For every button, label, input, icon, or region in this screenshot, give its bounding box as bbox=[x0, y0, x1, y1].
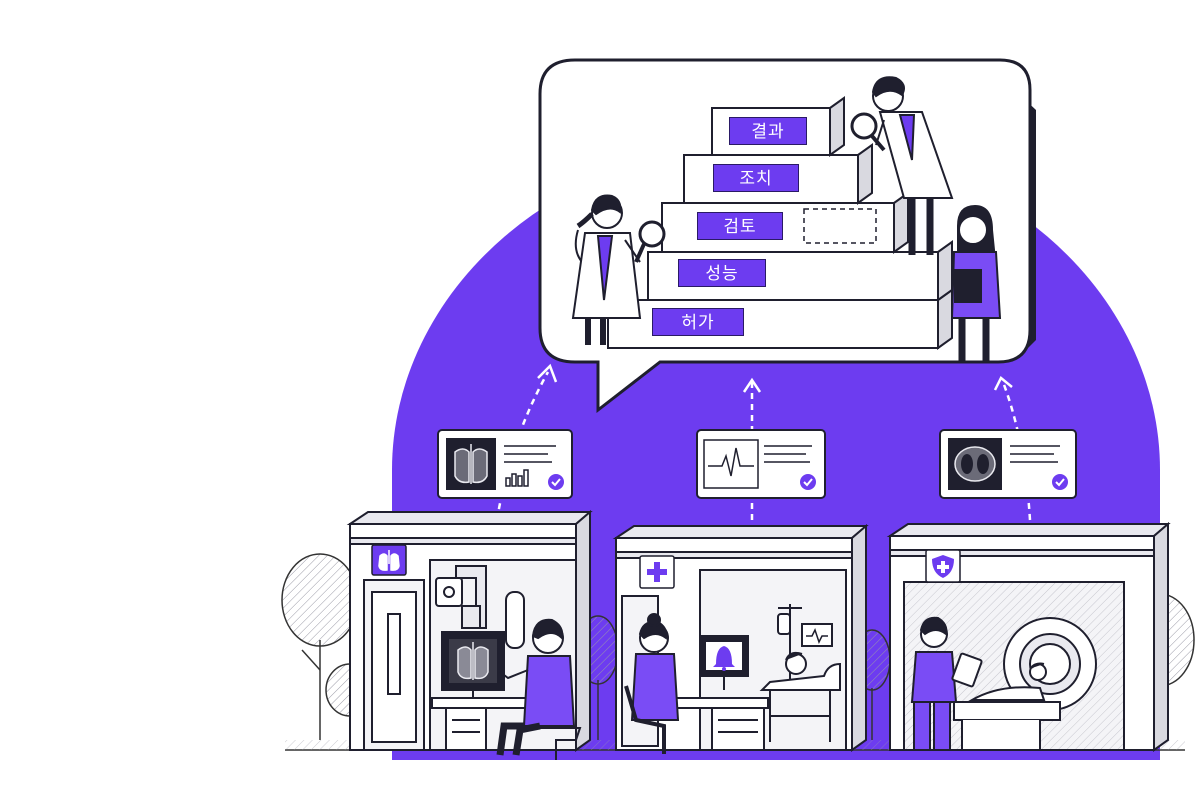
step-label-result: 결과 bbox=[729, 117, 807, 145]
ct-lung-scan-icon bbox=[948, 438, 1002, 490]
bell-icon bbox=[713, 646, 735, 671]
technician-scanner bbox=[910, 616, 983, 751]
medical-cross-icon bbox=[639, 555, 675, 589]
step-label-review: 검토 bbox=[697, 212, 783, 240]
reviewer-man-top bbox=[871, 76, 954, 255]
step-label-performance: 성능 bbox=[678, 259, 766, 287]
data-card-middle bbox=[696, 429, 826, 499]
reviewer-woman-right bbox=[950, 204, 1002, 362]
data-card-right bbox=[939, 429, 1077, 499]
shield-icon bbox=[925, 549, 961, 583]
tree-left bbox=[281, 553, 375, 745]
check-circle-icon bbox=[548, 474, 564, 490]
lungs-icon bbox=[371, 544, 407, 576]
chest-xray-icon bbox=[446, 438, 496, 490]
patient-bed bbox=[759, 604, 841, 742]
technician-xray bbox=[496, 618, 582, 760]
data-card-left bbox=[437, 429, 573, 499]
check-circle-icon bbox=[1052, 474, 1068, 490]
step-label-approval: 허가 bbox=[652, 308, 744, 336]
heartbeat-icon bbox=[703, 439, 759, 489]
magnifying-glass-icon bbox=[850, 112, 886, 152]
step-label-action: 조치 bbox=[713, 164, 799, 192]
check-circle-icon bbox=[800, 474, 816, 490]
magnifying-glass-icon bbox=[634, 220, 666, 263]
reviewer-woman-left bbox=[571, 194, 642, 345]
